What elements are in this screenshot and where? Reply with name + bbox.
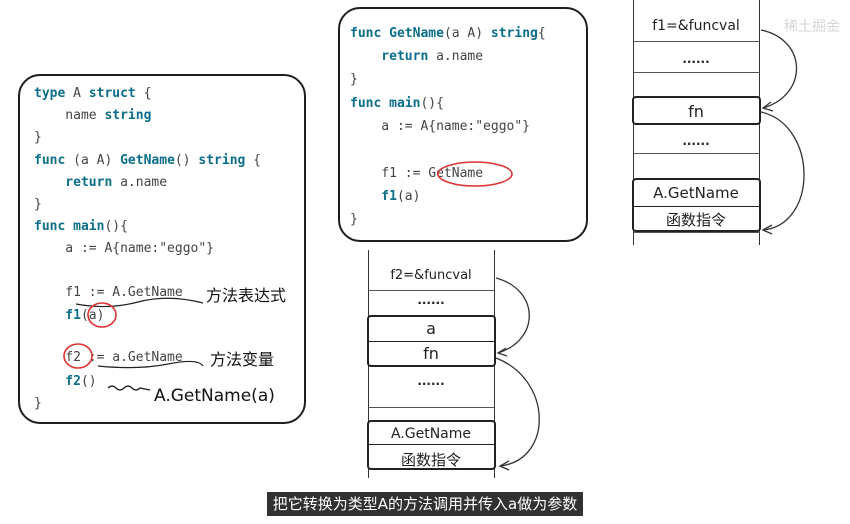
arrow-head	[761, 101, 774, 112]
subtitle-caption: 把它转换为类型A的方法调用并传入a做为参数	[0, 492, 850, 516]
stack-cell: 函数指令	[400, 451, 461, 469]
getname-call-note: A.GetName(a)	[154, 386, 275, 406]
arrow-head	[498, 460, 510, 471]
code-line: f1(a)	[350, 189, 421, 204]
middle-stack-arrows	[495, 277, 540, 471]
left-annotations	[62, 297, 204, 391]
code-line: }	[34, 197, 42, 212]
stack-cell: ......	[417, 374, 445, 388]
code-line: a := A{name:"eggo"}	[350, 119, 531, 134]
stack-cell: ......	[417, 293, 445, 307]
right-stack-arrows	[760, 29, 805, 235]
fn-cell	[632, 96, 761, 125]
squiggle-arrow	[107, 384, 150, 391]
stack-cell: A.GetName	[390, 426, 472, 442]
stack-cell: fn	[423, 344, 439, 363]
stack-cell: fn	[688, 102, 704, 121]
top-annotations	[436, 160, 513, 187]
code-line: return a.name	[350, 49, 484, 64]
stack-cell: f1=&funcval	[652, 18, 740, 34]
stack-cell: a	[426, 319, 436, 338]
arrow-head	[496, 347, 508, 357]
stack-cell: ......	[682, 52, 710, 66]
pointer-arrow	[495, 357, 540, 467]
arg-circle	[86, 301, 117, 328]
right-stack: f1=&funcval ...... fn ...... A.GetName 函…	[632, 0, 805, 245]
watermark: 稀土掘金	[784, 19, 840, 35]
stack-cell: 函数指令	[665, 211, 726, 229]
arrow-head	[761, 224, 773, 235]
code-line: }	[34, 130, 42, 145]
underline-squiggle	[97, 360, 204, 368]
stack-cell: A.GetName	[653, 184, 739, 202]
code-line: }	[34, 396, 42, 411]
code-line: f1 := GetName	[350, 166, 484, 181]
code-line: type A struct {	[34, 86, 152, 101]
code-line: }	[350, 72, 358, 87]
pointer-arrow	[760, 29, 798, 109]
getname-circle	[436, 160, 513, 187]
code-line: f1(a)	[34, 308, 105, 323]
left-code-panel: type A struct { name string } func (a A)…	[18, 74, 306, 424]
middle-stack: f2=&funcval ...... a fn ...... A.GetName…	[367, 250, 540, 524]
code-line: func (a A) GetName() string {	[34, 153, 262, 168]
code-line: name string	[34, 108, 152, 123]
code-line: f2()	[34, 374, 97, 389]
underline-squiggle	[75, 297, 203, 307]
code-line: func main(){	[34, 219, 128, 234]
code-line: f1 := A.GetName	[34, 285, 183, 300]
pointer-arrow	[495, 277, 530, 354]
code-line: }	[350, 212, 358, 227]
stack-cell: ......	[682, 134, 710, 148]
method-expression-note: 方法表达式	[206, 286, 287, 305]
code-line: return a.name	[34, 175, 168, 190]
pointer-arrow	[760, 111, 805, 231]
caption-text: 把它转换为类型A的方法调用并传入a做为参数	[266, 492, 584, 516]
stack-cell: f2=&funcval	[390, 268, 472, 283]
f2-circle	[62, 342, 93, 369]
func-code-cell	[632, 178, 761, 232]
method-variable-note: 方法变量	[210, 350, 275, 369]
code-line: func GetName(a A) string{	[350, 26, 546, 41]
code-line: f2 := a.GetName	[34, 350, 183, 365]
top-code-panel: func GetName(a A) string{ return a.name …	[338, 7, 588, 242]
getname-circled: GetName	[428, 166, 484, 181]
code-line: a := A{name:"eggo"}	[34, 241, 215, 256]
code-line: func main(){	[350, 96, 444, 111]
